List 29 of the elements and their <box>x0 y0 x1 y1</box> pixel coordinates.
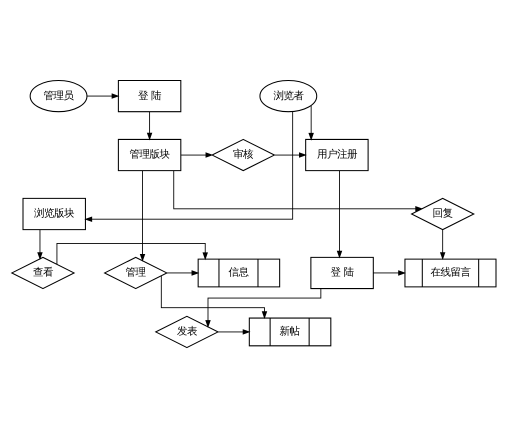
arrow <box>56 243 208 265</box>
node-ellipse: 管理员 <box>30 80 88 112</box>
node-diamond: 管理 <box>103 256 168 290</box>
arrow <box>180 152 214 158</box>
arrow <box>274 152 307 158</box>
node-diamond: 回复 <box>410 198 475 230</box>
arrow <box>37 229 43 260</box>
node-ellipse: 浏览者 <box>259 80 318 112</box>
arrow <box>205 288 322 328</box>
node-diamond: 发表 <box>154 316 220 348</box>
node-diamond: 查看 <box>10 256 76 290</box>
arrow <box>308 105 314 141</box>
node-box: 用户注册 <box>305 138 369 172</box>
arrow <box>86 93 120 99</box>
arrow <box>373 270 406 276</box>
node-box: 登 陆 <box>310 256 374 290</box>
arrow <box>166 270 200 276</box>
arrow <box>217 329 250 335</box>
arrow <box>160 275 268 320</box>
arrow <box>336 170 342 259</box>
node-box: 浏览版块 <box>22 198 86 230</box>
node-box: 管理版块 <box>118 138 182 172</box>
arrow <box>84 111 294 222</box>
arrow <box>140 170 146 262</box>
node-box: 登 陆 <box>118 80 182 112</box>
node-diamond: 审核 <box>210 138 276 172</box>
arrow <box>440 229 446 260</box>
arrow <box>173 170 424 212</box>
arrow <box>146 111 152 140</box>
